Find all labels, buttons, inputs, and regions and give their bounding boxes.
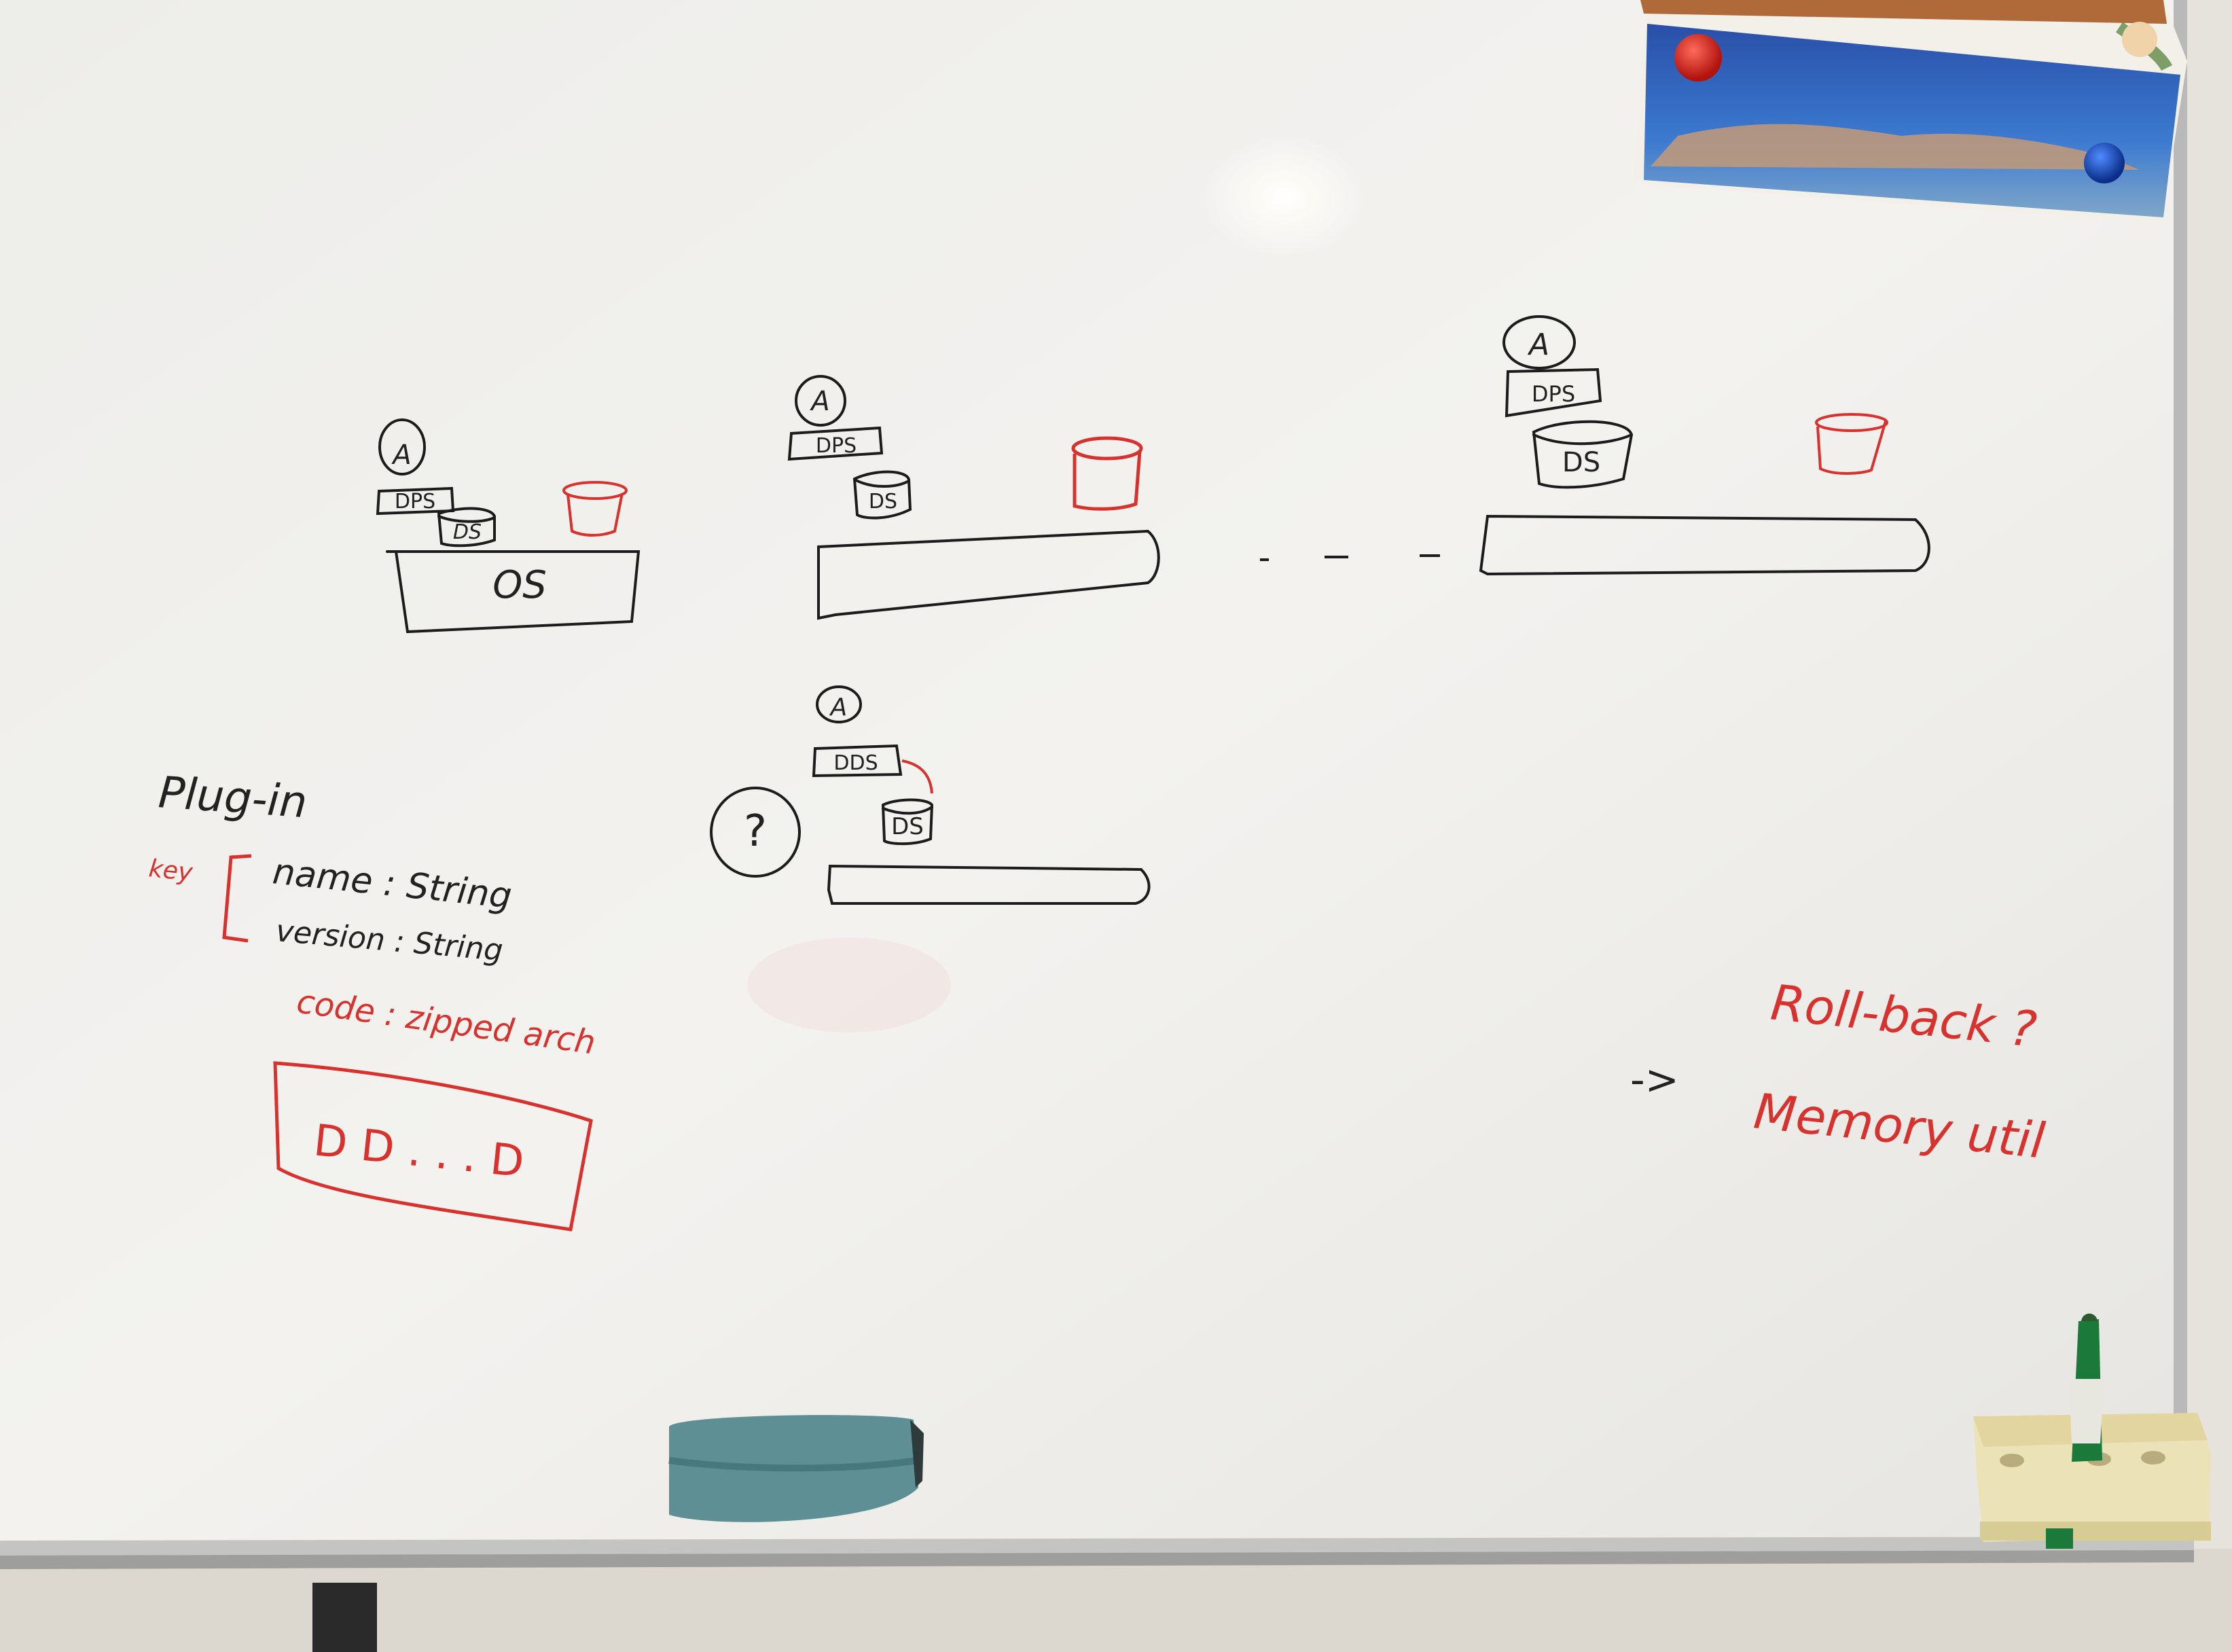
plugin-key-label: key [147, 855, 194, 887]
magnet-blue-icon [2084, 143, 2125, 183]
left-bucket-icon [562, 481, 628, 537]
right-ds-cylinder [1532, 420, 1634, 489]
middle-dps-box [787, 426, 884, 461]
middle-app-circle [795, 375, 846, 427]
right-ds-label: DS [1562, 447, 1600, 478]
ellipsis-dashes [1260, 554, 1440, 561]
lower-dds-label: DDS [833, 751, 878, 775]
left-app-circle [378, 418, 426, 475]
middle-ds-label: DS [869, 490, 897, 514]
board-stand-leg [312, 1583, 377, 1652]
eraser-icon [668, 1415, 924, 1522]
marker-pen-icon [2046, 1313, 2104, 1549]
middle-ds-cylinder [852, 470, 912, 520]
right-app-circle [1502, 315, 1576, 370]
middle-bucket-icon [1071, 436, 1143, 511]
board-frame-right [2174, 0, 2187, 1556]
lower-red-arrow [901, 759, 933, 794]
lower-app-label: A [829, 694, 848, 721]
middle-dps-label: DPS [816, 434, 857, 458]
middle-stack [787, 375, 1160, 620]
whiteboard-surface [0, 0, 2180, 1542]
question-circle [710, 787, 801, 878]
plugin-bracket [222, 854, 252, 943]
plugin-title: Plug-in [157, 768, 309, 828]
right-app-label: A [1527, 327, 1549, 362]
left-ds-cylinder [437, 507, 496, 547]
plugin-code-box [273, 1061, 593, 1232]
lower-ds-cylinder [881, 798, 934, 846]
right-stack [1479, 315, 1930, 576]
lower-app-circle [816, 685, 862, 723]
left-ds-label: DS [453, 520, 482, 544]
magnet-beige-icon [2122, 22, 2157, 57]
left-os-box [394, 550, 641, 634]
middle-app-label: A [809, 386, 829, 417]
lower-base-box [827, 864, 1151, 905]
left-app-label: A [391, 439, 411, 471]
left-stack [376, 418, 641, 634]
left-dps-label: DPS [395, 490, 435, 514]
right-base-box [1479, 514, 1930, 576]
todo-arrow: -> [1630, 1056, 1679, 1104]
lower-stack [710, 685, 1151, 905]
right-dps-label: DPS [1532, 381, 1575, 407]
right-dps-box [1505, 367, 1602, 418]
question-mark: ? [744, 806, 767, 857]
erased-smudge [747, 937, 951, 1032]
magnet-red-icon [1674, 34, 1722, 82]
lower-dps-box [812, 744, 903, 778]
left-os-label: OS [492, 563, 547, 607]
right-bucket-icon [1815, 413, 1888, 475]
middle-base-box [817, 529, 1160, 620]
light-glare [1202, 136, 1365, 258]
lower-ds-label: DS [891, 813, 924, 840]
